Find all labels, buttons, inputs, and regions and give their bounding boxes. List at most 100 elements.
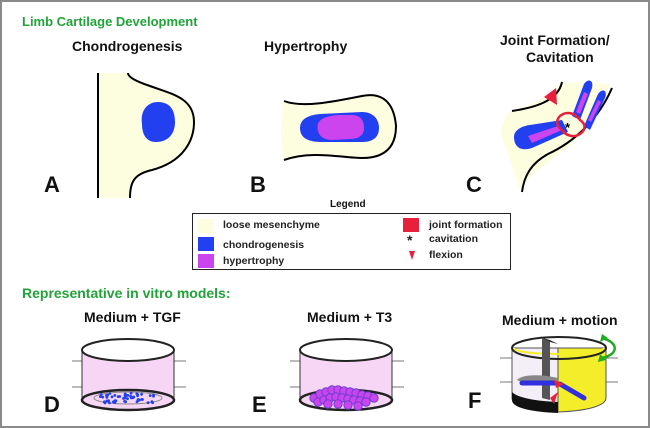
chondrocyte-dot bbox=[113, 401, 117, 404]
chondrocyte-dot bbox=[129, 394, 132, 398]
digit-1-hyper bbox=[576, 92, 588, 114]
red-center-marker bbox=[554, 380, 564, 388]
legend-label-cavitation: cavitation bbox=[429, 233, 479, 245]
panel-e-drawing bbox=[290, 338, 404, 412]
legend-swatch-loose-mesenchyme bbox=[198, 219, 214, 233]
panel-d-label: D bbox=[44, 392, 60, 417]
hypertrophic-cell bbox=[361, 397, 371, 407]
rotation-arrow-icon bbox=[601, 336, 616, 360]
chondrocyte-dot bbox=[101, 395, 105, 399]
panel-e-title: Medium + T3 bbox=[307, 309, 393, 325]
legend-flexion-arrowhead-icon bbox=[409, 251, 415, 260]
flexion-arrowhead bbox=[544, 88, 557, 105]
chondrocyte-dot bbox=[148, 394, 152, 397]
chondrocyte-dot bbox=[110, 395, 114, 399]
chondrocyte-dot bbox=[135, 400, 139, 404]
chondrocyte-dot bbox=[126, 397, 129, 400]
chondrocyte-dot bbox=[136, 394, 140, 398]
chondrocyte-dot bbox=[99, 395, 102, 398]
panel-c-title: Joint Formation/ bbox=[500, 32, 610, 48]
hypertrophic-cell bbox=[353, 401, 363, 411]
rotation-arrowhead-top-icon bbox=[600, 334, 608, 342]
panel-d-title: Medium + TGF bbox=[84, 309, 181, 325]
rim-yellow-highlight bbox=[513, 347, 605, 355]
cell-layer bbox=[93, 391, 163, 405]
panel-f-title: Medium + motion bbox=[502, 312, 618, 328]
paddle-gray bbox=[542, 338, 550, 400]
panel-b-title: Hypertrophy bbox=[264, 38, 348, 54]
chondrogenesis-condensation bbox=[141, 102, 175, 142]
joint-formation-region bbox=[556, 111, 586, 138]
joint-outline-lower bbox=[521, 87, 613, 193]
digit-2-hyper bbox=[588, 100, 601, 122]
blue-arm-right bbox=[557, 381, 587, 401]
panel-d-drawing bbox=[72, 338, 186, 412]
panel-e-label: E bbox=[252, 392, 267, 417]
hypertrophy-region bbox=[317, 115, 364, 140]
well-rim bbox=[81, 338, 175, 362]
legend-label-hypertrophy: hypertrophy bbox=[223, 255, 285, 267]
legend-swatch-joint-formation bbox=[403, 218, 419, 232]
chondrocyte-dot bbox=[103, 401, 107, 405]
red-joint-marker bbox=[550, 392, 558, 404]
chondrocyte-dot bbox=[150, 400, 154, 403]
chondrocyte-dot bbox=[124, 400, 127, 404]
chondrocyte-dot bbox=[140, 392, 144, 396]
chondrocyte-dot bbox=[123, 392, 127, 396]
legend-label-joint-formation: joint formation bbox=[429, 219, 503, 231]
chondrocyte-dot bbox=[123, 396, 127, 399]
panel-a-label: A bbox=[44, 172, 60, 197]
chondrocyte-dot bbox=[108, 401, 111, 405]
panel-b-drawing bbox=[281, 94, 398, 161]
paddle-gray-top bbox=[542, 338, 558, 344]
chondrocyte-dot bbox=[105, 396, 109, 399]
hypertrophic-cell bbox=[323, 399, 333, 409]
chondrocyte-dot bbox=[116, 395, 120, 398]
chondrocyte-dot bbox=[129, 391, 133, 395]
bioreactor-dark-base bbox=[512, 392, 558, 413]
hypertrophic-cell bbox=[369, 393, 379, 403]
legend-label-flexion: flexion bbox=[429, 249, 463, 261]
chondrocyte-dot bbox=[152, 394, 155, 398]
chondrocyte-dot bbox=[105, 399, 109, 403]
legend-label-loose-mesenchyme: loose mesenchyme bbox=[223, 219, 320, 231]
chondrocyte-dot bbox=[146, 401, 150, 405]
hypertrophic-cell-cluster bbox=[309, 385, 379, 411]
chondrocyte-dots bbox=[99, 391, 155, 405]
in-vitro-models-title: Representative in vitro models: bbox=[22, 285, 231, 301]
panel-b-label: B bbox=[250, 172, 266, 197]
panel-a-title: Chondrogenesis bbox=[72, 38, 183, 54]
well-rim bbox=[299, 338, 393, 362]
panel-c-title-line2: Cavitation bbox=[526, 49, 594, 65]
panel-c-label-text: C bbox=[466, 172, 482, 197]
hypertrophy-outline bbox=[283, 94, 398, 161]
chondrocyte-dot bbox=[108, 392, 112, 395]
bioreactor-rim bbox=[511, 336, 607, 360]
chondrocyte-dot bbox=[131, 396, 135, 400]
chondrocyte-dot bbox=[113, 394, 117, 397]
panel-f-drawing bbox=[500, 334, 618, 413]
cavitation-asterisk: * bbox=[565, 120, 571, 135]
chondrocyte-dot bbox=[100, 393, 103, 396]
motion-yellow-wall bbox=[557, 347, 607, 413]
chondrocyte-dot bbox=[106, 393, 109, 397]
legend-cavitation-asterisk-icon: * bbox=[407, 232, 413, 248]
hypertrophic-cell bbox=[343, 400, 353, 410]
proximal-bone-hyper bbox=[528, 126, 562, 143]
legend-swatch-hypertrophy bbox=[198, 254, 214, 268]
panel-c-drawing: * bbox=[501, 80, 613, 193]
chondrocyte-dot bbox=[138, 398, 142, 402]
rotation-arrowhead-icon bbox=[598, 354, 606, 362]
legend-swatch-chondrogenesis bbox=[198, 237, 214, 251]
joint-outline-upper bbox=[511, 81, 563, 112]
legend-label-chondrogenesis: chondrogenesis bbox=[223, 239, 305, 251]
hypertrophic-cell bbox=[333, 399, 343, 409]
limb-development-title: Limb Cartilage Development bbox=[22, 14, 198, 29]
panel-f-label: F bbox=[468, 388, 482, 413]
limb-bud-outline-right bbox=[127, 72, 196, 199]
legend-title: Legend bbox=[330, 199, 366, 210]
panel-a-drawing bbox=[97, 72, 196, 199]
chondrocyte-dot bbox=[140, 398, 144, 401]
